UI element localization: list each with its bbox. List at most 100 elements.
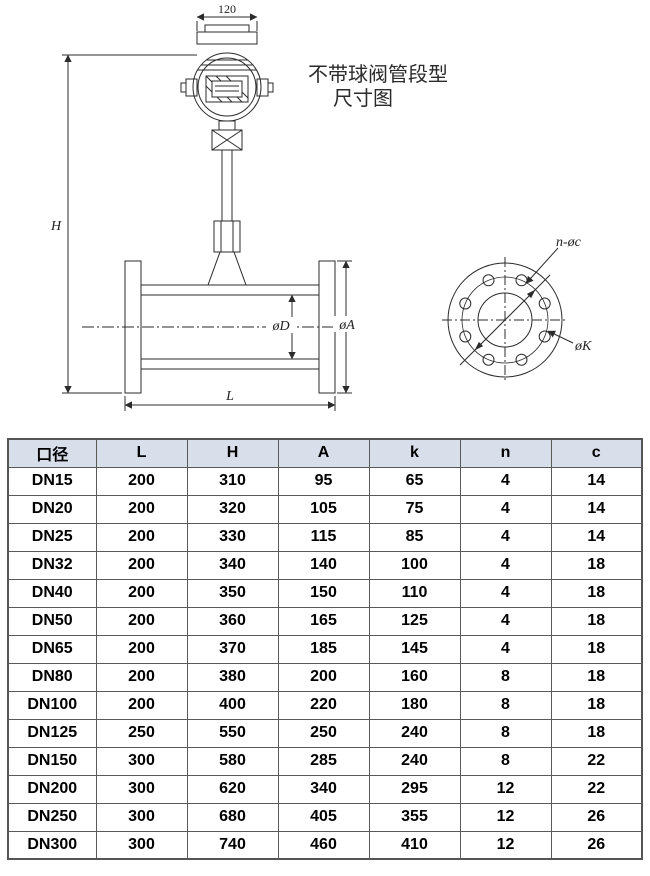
bolt-circle-dimension: [459, 274, 551, 366]
value-cell: 140: [277, 550, 370, 580]
value-cell: 680: [186, 802, 279, 832]
value-cell: 4: [459, 606, 552, 636]
diameter-cell: DN250: [7, 802, 97, 832]
value-cell: 240: [368, 746, 461, 776]
diameter-cell: DN50: [7, 606, 97, 636]
value-cell: 95: [277, 466, 370, 496]
flange-end-view: n-øc øK: [442, 235, 592, 383]
height-dimension-H: H: [50, 54, 197, 394]
value-cell: 185: [277, 634, 370, 664]
value-cell: 18: [550, 690, 643, 720]
diameter-cell: DN32: [7, 550, 97, 580]
bolt-circle-label: øK: [574, 339, 592, 354]
value-cell: 12: [459, 830, 552, 860]
value-cell: 340: [277, 774, 370, 804]
value-cell: 285: [277, 746, 370, 776]
col-header-H: H: [186, 438, 279, 468]
value-cell: 380: [186, 662, 279, 692]
value-cell: 740: [186, 830, 279, 860]
table-header-row: 口径 L H A k n c: [7, 438, 643, 468]
value-cell: 410: [368, 830, 461, 860]
bolt-holes: [459, 274, 551, 366]
value-cell: 580: [186, 746, 279, 776]
stem-assembly: [207, 120, 247, 286]
diameter-cell: DN300: [7, 830, 97, 860]
flange-dimension-label: øA: [338, 318, 355, 333]
drawing-canvas: 120: [50, 2, 592, 411]
diameter-cell: DN150: [7, 746, 97, 776]
technical-drawing-section: 120: [0, 0, 650, 437]
value-cell: 4: [459, 550, 552, 580]
value-cell: 300: [95, 774, 188, 804]
value-cell: 4: [459, 522, 552, 552]
value-cell: 405: [277, 802, 370, 832]
value-cell: 14: [550, 522, 643, 552]
col-header-A: A: [277, 438, 370, 468]
drawing-title-line2: 尺寸图: [333, 87, 393, 110]
value-cell: 200: [95, 578, 188, 608]
value-cell: 310: [186, 466, 279, 496]
value-cell: 165: [277, 606, 370, 636]
drawing-title: 不带球阀管段型 尺寸图: [308, 63, 448, 110]
diameter-cell: DN65: [7, 634, 97, 664]
diameter-cell: DN40: [7, 578, 97, 608]
diameter-cell: DN15: [7, 466, 97, 496]
value-cell: 4: [459, 494, 552, 524]
value-cell: 150: [277, 578, 370, 608]
value-cell: 460: [277, 830, 370, 860]
value-cell: 22: [550, 774, 643, 804]
value-cell: 110: [368, 578, 461, 608]
value-cell: 18: [550, 578, 643, 608]
bore-dimension-label: øD: [271, 319, 289, 334]
value-cell: 200: [277, 662, 370, 692]
value-cell: 4: [459, 466, 552, 496]
value-cell: 8: [459, 690, 552, 720]
value-cell: 200: [95, 634, 188, 664]
value-cell: 14: [550, 466, 643, 496]
value-cell: 180: [368, 690, 461, 720]
value-cell: 4: [459, 578, 552, 608]
value-cell: 220: [277, 690, 370, 720]
diameter-cell: DN100: [7, 690, 97, 720]
height-dimension-label: H: [50, 219, 62, 234]
diameter-cell: DN200: [7, 774, 97, 804]
length-dimension-label: L: [225, 389, 234, 404]
value-cell: 18: [550, 550, 643, 580]
value-cell: 550: [186, 718, 279, 748]
bolt-holes-label: n-øc: [556, 235, 582, 250]
value-cell: 400: [186, 690, 279, 720]
value-cell: 12: [459, 802, 552, 832]
value-cell: 200: [95, 522, 188, 552]
value-cell: 340: [186, 550, 279, 580]
value-cell: 4: [459, 634, 552, 664]
value-cell: 26: [550, 802, 643, 832]
col-header-diameter: 口径: [7, 438, 97, 468]
bolt-circle-callout: øK: [547, 330, 592, 354]
diameter-cell: DN20: [7, 494, 97, 524]
value-cell: 14: [550, 494, 643, 524]
value-cell: 300: [95, 802, 188, 832]
value-cell: 105: [277, 494, 370, 524]
bolt-hole-callout: n-øc: [525, 235, 582, 284]
value-cell: 12: [459, 774, 552, 804]
diameter-cell: DN125: [7, 718, 97, 748]
value-cell: 8: [459, 662, 552, 692]
value-cell: 75: [368, 494, 461, 524]
value-cell: 295: [368, 774, 461, 804]
value-cell: 250: [277, 718, 370, 748]
value-cell: 18: [550, 634, 643, 664]
value-cell: 200: [95, 606, 188, 636]
value-cell: 85: [368, 522, 461, 552]
